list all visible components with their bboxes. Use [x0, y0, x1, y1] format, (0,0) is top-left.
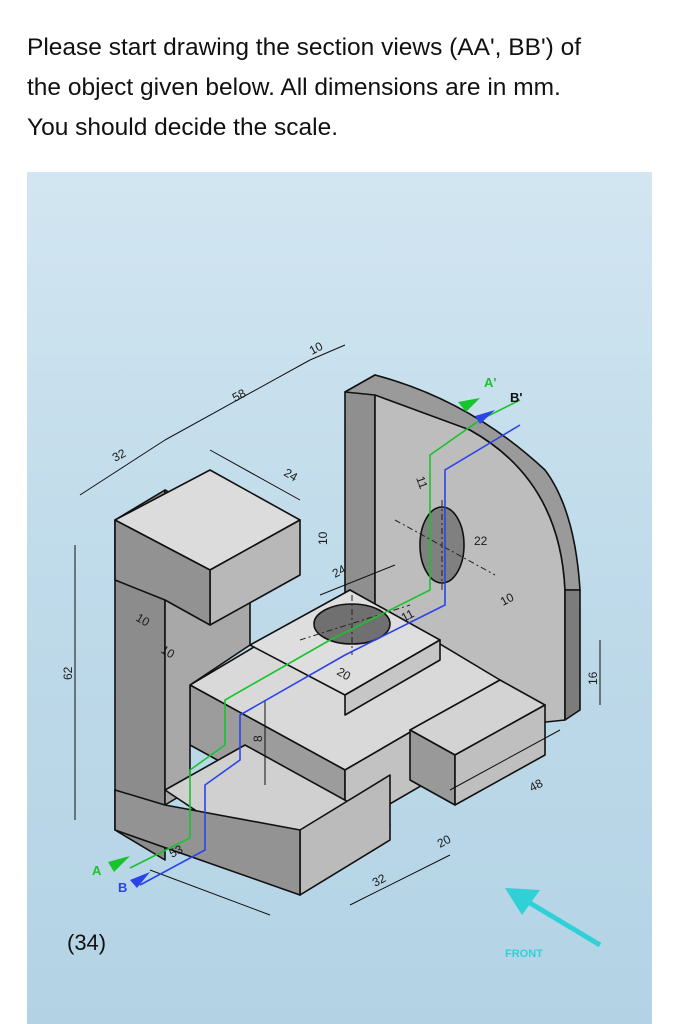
dim-62: 62: [61, 666, 75, 680]
question-text: Please start drawing the section views (…: [27, 28, 657, 148]
dimension-lines: [74, 344, 601, 916]
label-b: B: [118, 880, 127, 895]
front-arrow: [505, 888, 602, 948]
arrow-a: [108, 856, 130, 872]
question-line-2: the object given below. All dimensions a…: [27, 74, 561, 101]
dim-10-right: 10: [498, 590, 517, 609]
top-block-left: [114, 519, 211, 626]
label-a: A: [92, 863, 102, 878]
dim-48: 48: [527, 776, 546, 795]
dim-8: 8: [251, 735, 265, 742]
dim-32-bottom: 32: [370, 871, 389, 890]
isometric-drawing: 10 58 32 24 10 24 11 22 11 10 20 10 10 6…: [61, 339, 602, 960]
dim-24-upper: 24: [282, 465, 301, 484]
figure-number: (34): [67, 930, 107, 955]
label-b-prime: B': [510, 390, 522, 405]
dim-10-left2: 10: [159, 642, 178, 661]
dim-16: 16: [586, 671, 600, 685]
dim-10-vert: 10: [316, 531, 330, 545]
front-label: FRONT: [505, 948, 543, 960]
dim-58: 58: [230, 386, 249, 405]
question-line-3: You should decide the scale.: [27, 114, 339, 141]
dim-20-bottom: 20: [435, 832, 454, 851]
dim-22: 22: [474, 534, 488, 548]
section-line-aa: [129, 399, 521, 869]
question-line-1: Please start drawing the section views (…: [27, 34, 582, 61]
arrow-b: [130, 872, 150, 888]
back-plate-right-edge: [564, 589, 581, 721]
dim-20-hole: 20: [335, 664, 354, 683]
object-body: [114, 374, 581, 896]
mid-block-right: [344, 639, 441, 716]
dim-10-left: 10: [134, 610, 153, 629]
right-step-right: [454, 704, 546, 806]
arrow-a-prime: [458, 398, 480, 412]
dim-32-top: 32: [110, 446, 129, 465]
section-line-bb: [139, 424, 521, 886]
dim-53: 53: [167, 842, 186, 861]
arrow-b-prime: [475, 410, 495, 424]
dim-11-slot: 11: [413, 474, 431, 491]
back-plate-top-band: [344, 374, 581, 591]
dim-24-mid: 24: [330, 562, 349, 581]
isometric-drawing-photo: 10 58 32 24 10 24 11 22 11 10 20 10 10 6…: [27, 172, 652, 1024]
lower-left-face: [114, 789, 301, 896]
dim-10-top: 10: [307, 339, 326, 358]
label-a-prime: A': [484, 375, 496, 390]
